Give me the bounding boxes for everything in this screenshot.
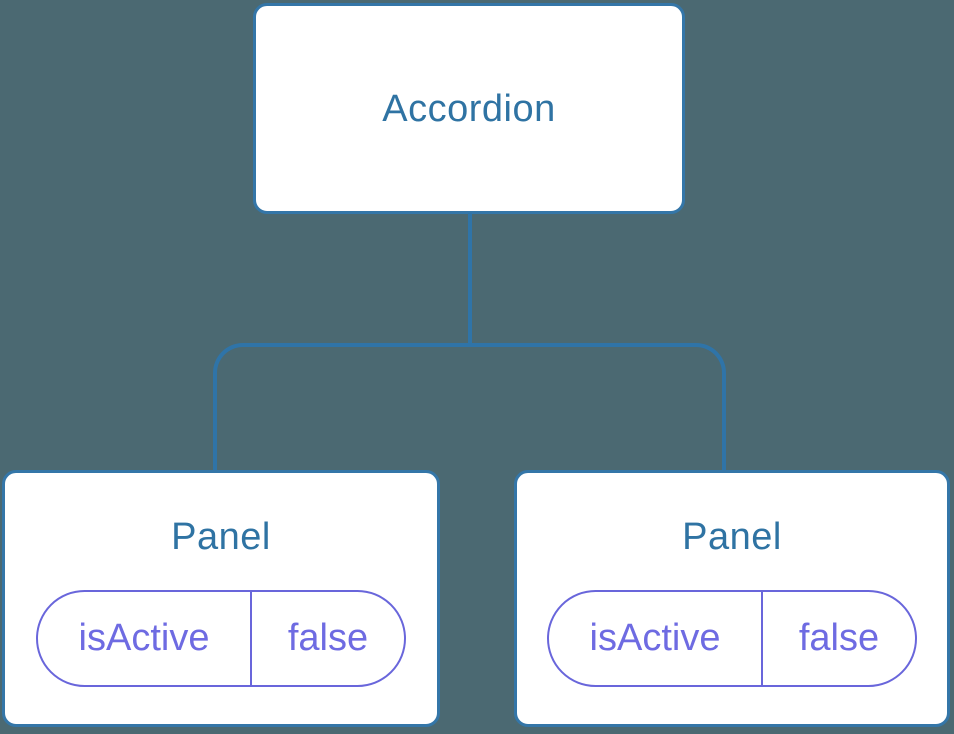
tree-connector-stem [468,213,472,344]
tree-connector-bracket [213,343,726,470]
component-node-accordion: Accordion [253,3,685,214]
state-name: isActive [78,617,210,659]
component-node-panel-left: Panel isActive false [2,470,440,727]
state-pill: isActive false [547,590,917,687]
state-value: false [250,592,404,685]
component-label: Accordion [382,87,556,130]
state-pill: isActive false [36,590,406,687]
state-value: false [761,592,915,685]
component-label: Panel [171,516,271,558]
state-name: isActive [589,617,721,659]
component-node-panel-right: Panel isActive false [514,470,950,727]
component-label: Panel [682,516,782,558]
